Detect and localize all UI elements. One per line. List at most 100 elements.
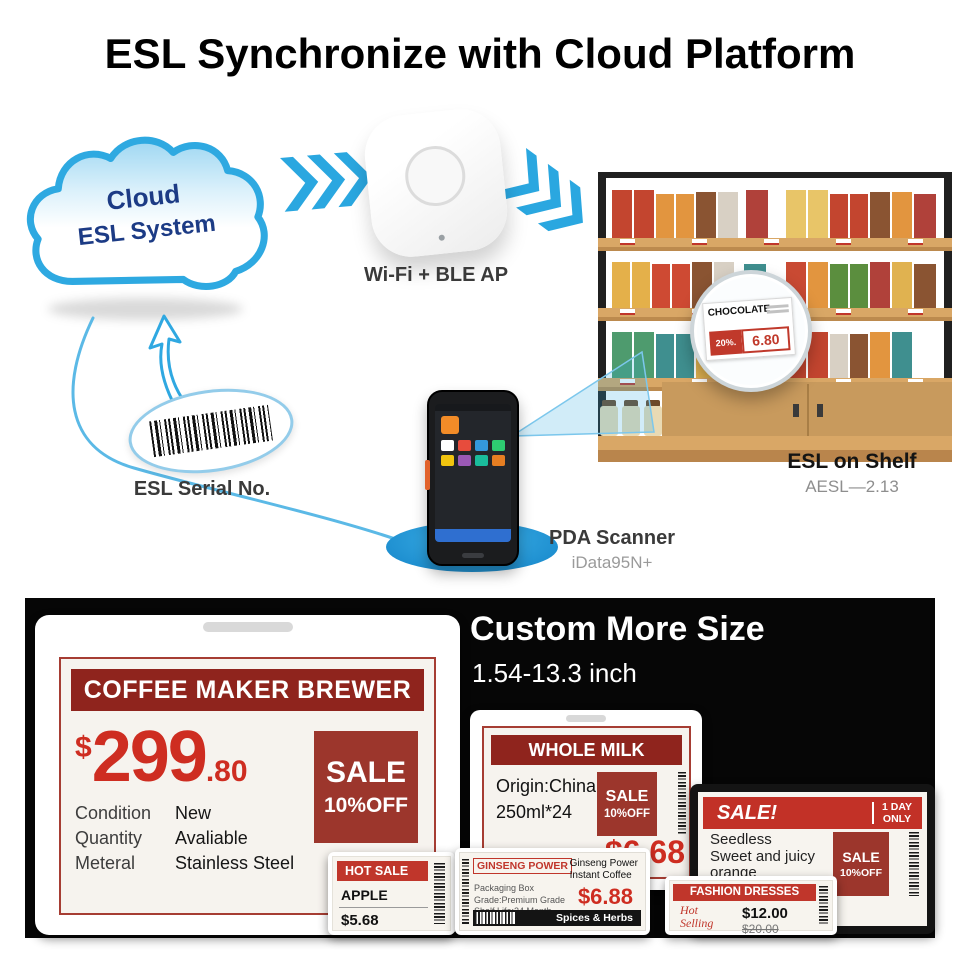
milk-title: WHOLE MILK bbox=[491, 735, 682, 765]
ginseng-subtitle-line2: Instant Coffee bbox=[569, 870, 632, 881]
cloud-icon bbox=[26, 136, 268, 290]
sale-discount: 10%OFF bbox=[323, 794, 409, 817]
section-heading: Custom More Size bbox=[470, 610, 765, 648]
desc-line: Sweet and juicy bbox=[710, 847, 816, 865]
zoomed-product-name: CHOCOLATE bbox=[707, 303, 771, 319]
day-line2: ONLY bbox=[882, 813, 912, 825]
ginseng-header: GINSENG POWER bbox=[473, 858, 573, 874]
banner-sale-text: SALE! bbox=[717, 801, 777, 824]
zoomed-detail-bar bbox=[766, 304, 789, 309]
spec-label: Condition bbox=[75, 803, 152, 823]
sale-text: SALE bbox=[842, 849, 880, 865]
coffee-price: $ 299 .80 bbox=[75, 721, 420, 793]
page-title: ESL Synchronize with Cloud Platform bbox=[104, 30, 856, 77]
section-subheading: 1.54-13.3 inch bbox=[472, 658, 637, 688]
esl-apple: HOT SALE APPLE $5.68 bbox=[328, 852, 455, 935]
milk-volume: 250ml*24 bbox=[496, 802, 573, 822]
currency-symbol: $ bbox=[75, 731, 92, 764]
coffee-display: COFFEE MAKER BREWER $ 299 .80 Condition … bbox=[59, 657, 436, 915]
spec-value: New bbox=[175, 803, 212, 823]
spec-value: Avaliable bbox=[175, 828, 248, 848]
chevron-arrows-cloud-to-ap bbox=[280, 152, 373, 212]
shelf-caption: ESL on Shelf bbox=[787, 450, 917, 473]
ginseng-price: $6.88 bbox=[577, 884, 633, 909]
barcode-icon bbox=[909, 832, 919, 896]
barcode-icon bbox=[149, 404, 273, 458]
label-notch bbox=[566, 715, 606, 722]
pda-app-grid bbox=[435, 434, 511, 472]
orange-banner: SALE! 1 DAY ONLY bbox=[703, 797, 922, 829]
tablet-notch bbox=[202, 622, 293, 632]
ginseng-category: Spices & Herbs bbox=[555, 912, 633, 924]
fashion-display: FASHION DRESSES Hot Selling $12.00 $20.0… bbox=[669, 880, 833, 936]
apple-name: APPLE bbox=[341, 887, 388, 903]
sale-badge: SALE 10%OFF bbox=[597, 772, 657, 836]
ginseng-subtitle: Ginseng Power Instant Coffee bbox=[570, 858, 638, 882]
ginseng-spec: Packaging Box bbox=[474, 883, 535, 893]
barcode-icon bbox=[819, 886, 828, 925]
pda-model-caption: iData95N+ bbox=[571, 553, 653, 572]
pda-scanner-device bbox=[425, 390, 519, 566]
fashion-tagline: Hot Selling bbox=[680, 904, 713, 930]
spec-label: Meteral bbox=[75, 853, 136, 873]
serial-caption: ESL Serial No. bbox=[133, 478, 271, 500]
ginseng-spec: Grade:Premium Grade bbox=[474, 894, 566, 905]
sale-text: SALE bbox=[325, 756, 406, 789]
ap-led-dot bbox=[438, 234, 446, 241]
sale-text: SALE bbox=[605, 788, 649, 805]
ginseng-display: GINSENG POWER Ginseng Power Instant Coff… bbox=[459, 852, 646, 931]
fashion-header: FASHION DRESSES bbox=[673, 884, 816, 901]
sale-discount: 10%OFF bbox=[839, 867, 882, 879]
pda-screen bbox=[435, 404, 511, 542]
orange-description: Seedless Sweet and juicy orange bbox=[710, 831, 816, 882]
magnifier-icon: CHOCOLATE 20%. 6.80 bbox=[690, 270, 812, 392]
tagline-line2: Selling bbox=[680, 916, 714, 930]
fashion-price: $12.00 bbox=[742, 905, 788, 922]
apple-display: HOT SALE APPLE $5.68 bbox=[332, 856, 451, 931]
day-line1: 1 DAY bbox=[882, 801, 912, 813]
pda-nav-bar bbox=[435, 529, 511, 542]
upload-arrow-icon bbox=[148, 314, 188, 410]
apple-header: HOT SALE bbox=[337, 861, 428, 881]
barcode-icon bbox=[475, 912, 515, 924]
price-cents: .80 bbox=[205, 755, 248, 788]
ginseng-subtitle-line1: Ginseng Power bbox=[569, 858, 638, 869]
zoomed-price: 6.80 bbox=[741, 326, 791, 354]
milk-origin: Origin:China bbox=[496, 776, 597, 796]
desc-line: Seedless bbox=[710, 831, 772, 848]
esl-fashion: FASHION DRESSES Hot Selling $12.00 $20.0… bbox=[665, 876, 837, 936]
cloud-shadow bbox=[48, 298, 243, 320]
spec-label: Quantity bbox=[75, 828, 143, 848]
sale-badge: SALE 10%OFF bbox=[314, 731, 418, 843]
pda-app-icon bbox=[441, 416, 459, 434]
divider bbox=[872, 802, 875, 824]
sale-badge: SALE 10%OFF bbox=[833, 832, 889, 896]
shelf-model-caption: AESL—2.13 bbox=[805, 477, 899, 496]
coffee-title: COFFEE MAKER BREWER bbox=[71, 669, 424, 711]
price-main: 299 bbox=[91, 717, 208, 797]
spec-value: Stainless Steel bbox=[175, 853, 295, 873]
coffee-specs: Condition New Quantity Avaliable Meteral… bbox=[75, 801, 420, 876]
pda-caption: PDA Scanner bbox=[549, 527, 675, 549]
fashion-old-price: $20.00 bbox=[742, 922, 779, 936]
banner-day-text: 1 DAY ONLY bbox=[882, 801, 922, 825]
divider bbox=[339, 907, 428, 908]
esl-ginseng: GINSENG POWER Ginseng Power Instant Coff… bbox=[455, 848, 650, 935]
pda-side-button bbox=[425, 460, 430, 490]
barcode-oval bbox=[123, 378, 299, 484]
ginseng-footer: Spices & Herbs bbox=[473, 910, 641, 926]
ap-circle-detail bbox=[402, 142, 469, 209]
ap-label: Wi-Fi + BLE AP bbox=[363, 264, 509, 286]
chevron-arrows-ap-to-shelf bbox=[494, 148, 583, 232]
zoomed-detail-bar bbox=[766, 309, 789, 314]
sale-discount: 10%OFF bbox=[603, 808, 650, 820]
barcode-icon bbox=[678, 772, 686, 834]
barcode-icon bbox=[434, 863, 445, 924]
zoomed-esl-label: CHOCOLATE 20%. 6.80 bbox=[702, 296, 796, 362]
barcode-icon bbox=[462, 859, 469, 924]
pda-home-button bbox=[462, 553, 484, 558]
apple-price: $5.68 bbox=[341, 912, 379, 929]
tagline-line1: Hot bbox=[680, 903, 698, 917]
wifi-ble-ap-device bbox=[360, 105, 512, 261]
